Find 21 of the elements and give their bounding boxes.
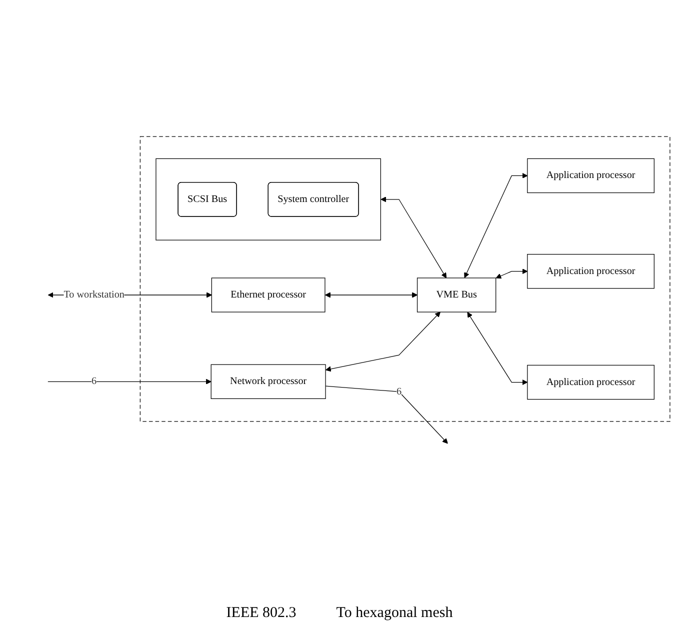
- arrow: [495, 268, 528, 279]
- node-box: Network processor: [210, 364, 326, 399]
- node-box: Application processor: [526, 158, 654, 194]
- arrow: [324, 292, 418, 298]
- node-box: Application processor: [526, 364, 654, 400]
- edge-label: 6: [91, 376, 96, 387]
- arrow: [380, 196, 446, 278]
- edge-label: 6: [396, 386, 402, 397]
- arrow: [466, 312, 528, 386]
- arrow: [325, 312, 440, 372]
- cluster: [155, 158, 380, 240]
- node-box: Ethernet processor: [210, 278, 325, 312]
- note-label: IEEE 802.3: [226, 605, 296, 622]
- cluster: [139, 136, 670, 422]
- node-box: VME Bus: [416, 278, 496, 312]
- arrow: [47, 378, 211, 384]
- arrow: [324, 386, 448, 444]
- arrow: [464, 172, 528, 278]
- node-box: Application processor: [526, 254, 654, 289]
- edge-label: To workstation: [63, 289, 124, 300]
- note-label: To hexagonal mesh: [336, 605, 453, 622]
